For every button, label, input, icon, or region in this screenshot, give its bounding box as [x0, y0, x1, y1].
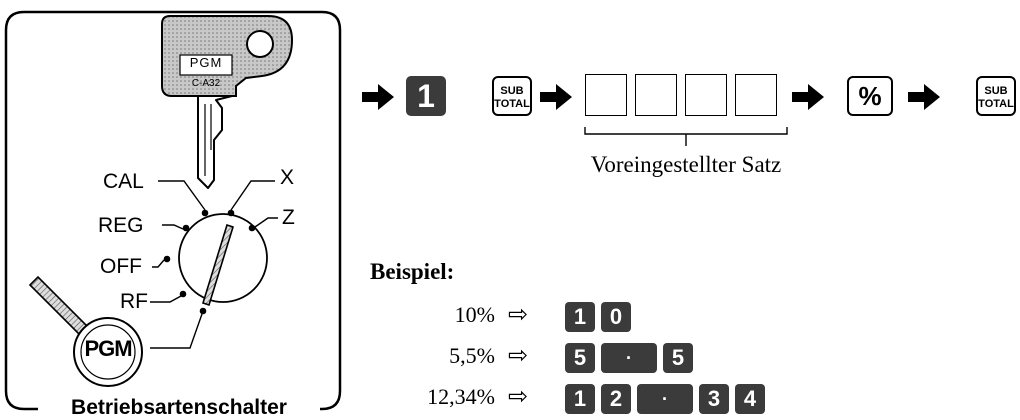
key-pgm-text: PGM	[189, 55, 223, 70]
subtotal-key-final-line1: SUB	[984, 85, 1008, 97]
dial-pointer	[202, 223, 234, 307]
subtotal-key-final-line2: TOTAL	[978, 98, 1014, 110]
hollow-arrow-icon: ⇨	[508, 382, 529, 410]
hollow-arrow-icon: ⇨	[508, 300, 529, 328]
mode-label-x: X	[280, 166, 295, 189]
arrow-right-icon	[908, 84, 940, 110]
key-digit: 5	[663, 343, 693, 373]
key-digit: 5	[565, 343, 595, 373]
subtotal-key: SUB TOTAL	[492, 76, 532, 116]
magnifier-icon	[28, 275, 143, 387]
lens-pgm-label: PGM	[84, 336, 132, 361]
arrow-right-icon	[540, 84, 572, 110]
arrow-right-icon	[362, 84, 394, 110]
preset-rate-label: Voreingestellter Satz	[590, 152, 782, 177]
key-digit: 1	[565, 302, 595, 332]
example-value: 10%	[454, 302, 495, 327]
mode-label-rf: RF	[120, 290, 148, 313]
mode-label-reg: REG	[98, 214, 144, 237]
key-1: 1	[406, 76, 446, 116]
key-decimal-point: ·	[601, 343, 657, 373]
mode-switch-title: Betriebsartenschalter	[38, 396, 320, 420]
hollow-arrow-icon: ⇨	[508, 341, 529, 369]
percent-key: %	[847, 76, 893, 116]
key-model-text: C-A32	[191, 78, 221, 89]
key-digit: 1	[565, 384, 595, 414]
key-illustration	[161, 15, 294, 189]
subtotal-key-final: SUB TOTAL	[976, 76, 1016, 116]
example-value: 5,5%	[449, 343, 495, 368]
key-decimal-point: ·	[637, 384, 693, 414]
preset-digit-box	[635, 74, 677, 116]
mode-switch-illustration	[4, 10, 342, 411]
examples-heading: Beispiel:	[370, 259, 455, 284]
mode-label-off: OFF	[100, 255, 142, 278]
key-digit: 2	[601, 384, 631, 414]
key-digit: 3	[699, 384, 729, 414]
key-digit: 0	[601, 302, 631, 332]
mode-label-z: Z	[282, 206, 295, 229]
key-digit: 4	[735, 384, 765, 414]
subtotal-key-line2: TOTAL	[494, 98, 530, 110]
preset-digit-box	[585, 74, 627, 116]
arrow-right-icon	[792, 84, 824, 110]
preset-digit-box	[735, 74, 777, 116]
example-value: 12,34%	[427, 384, 495, 409]
mode-label-cal: CAL	[103, 170, 144, 193]
preset-bracket	[584, 127, 788, 135]
subtotal-key-line1: SUB	[500, 85, 524, 97]
preset-digit-box	[685, 74, 727, 116]
panel-frame	[4, 10, 342, 411]
